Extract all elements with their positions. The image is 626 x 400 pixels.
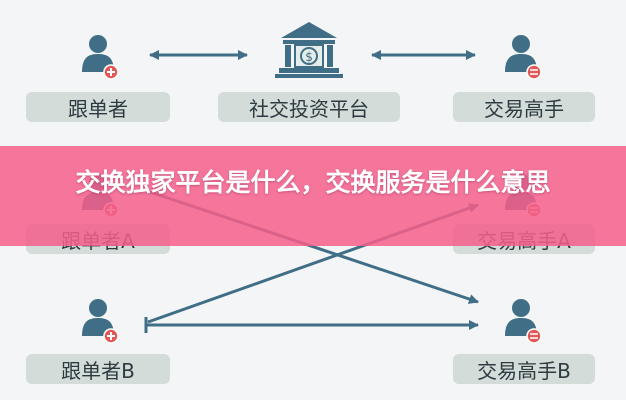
trader-person-icon bbox=[505, 35, 542, 80]
bank-icon: $ bbox=[275, 22, 343, 78]
title-banner bbox=[0, 146, 626, 246]
trader-b-person-icon bbox=[505, 299, 542, 344]
follower-b-label: 跟单者B bbox=[26, 354, 170, 384]
trader-label: 交易高手 bbox=[453, 92, 595, 122]
svg-text:$: $ bbox=[305, 50, 313, 64]
platform-label: 社交投资平台 bbox=[218, 92, 400, 122]
follower-label: 跟单者 bbox=[26, 92, 170, 122]
follower-person-icon bbox=[82, 35, 119, 80]
banner-title: 交换独家平台是什么，交换服务是什么意思 bbox=[75, 168, 551, 197]
follower-b-person-icon bbox=[82, 299, 119, 344]
trader-b-label: 交易高手B bbox=[453, 354, 595, 384]
